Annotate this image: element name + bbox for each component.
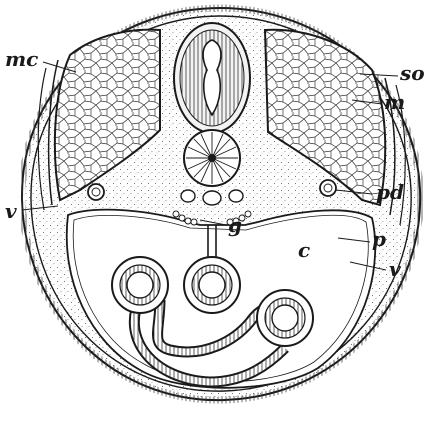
label-m: m: [384, 90, 405, 114]
intestine-tube-center: [184, 257, 240, 313]
intestine-tube-right: [257, 290, 313, 346]
pronephric-duct-right: [320, 180, 336, 196]
intestine-tube-left: [112, 257, 168, 313]
notochord: [184, 130, 240, 186]
label-g: g: [228, 213, 242, 237]
label-mc: mc: [5, 47, 38, 71]
label-c: c: [298, 238, 310, 262]
label-so: so: [399, 61, 425, 85]
label-v-right: v: [389, 257, 401, 281]
label-p: p: [372, 227, 386, 251]
pronephric-duct-left: [88, 184, 104, 200]
label-v-left: v: [5, 199, 17, 223]
neural-tube: [174, 23, 250, 133]
label-pd: pd: [376, 180, 404, 204]
